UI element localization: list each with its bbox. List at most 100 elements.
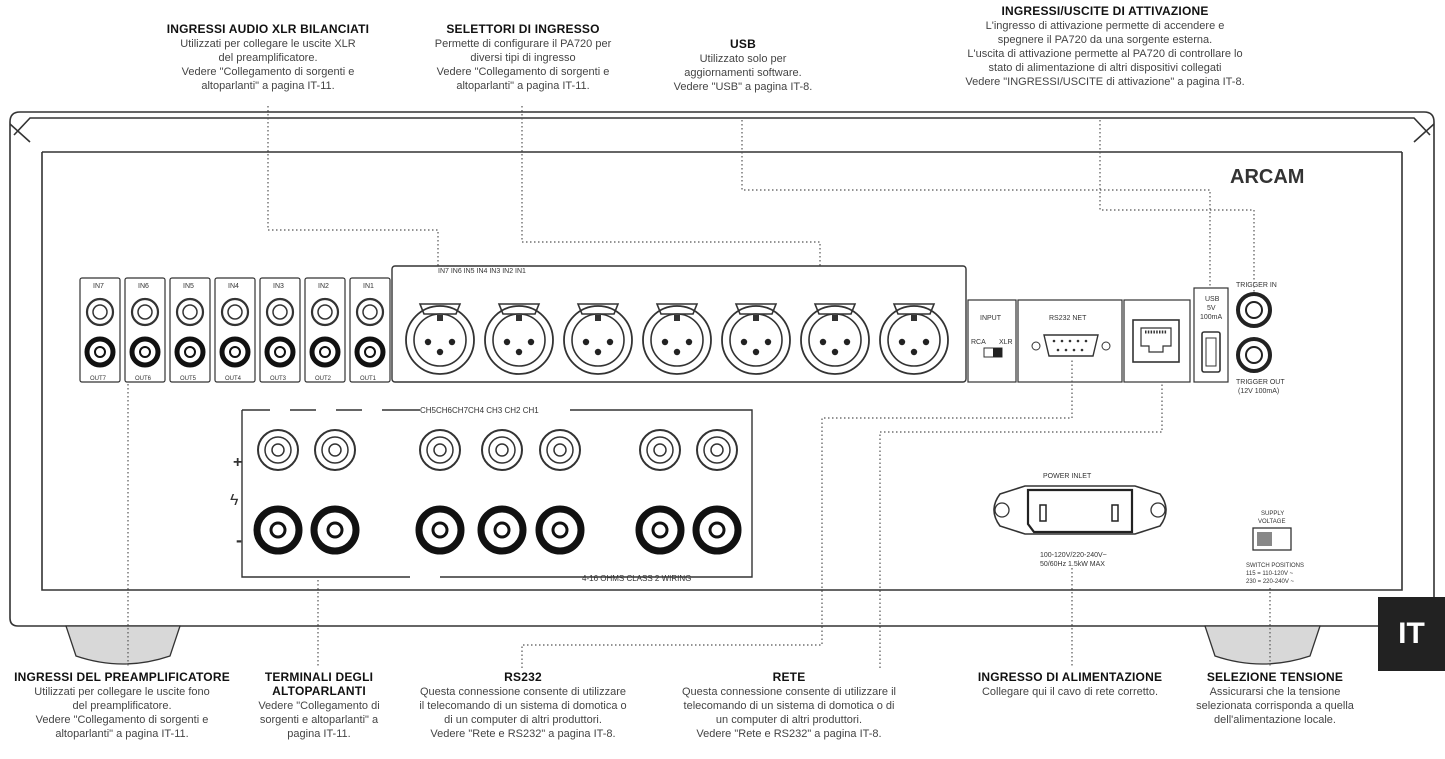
callout-line: Vedere "Collegamento di sorgenti e	[436, 66, 610, 78]
rca-input-jack[interactable]	[265, 297, 295, 327]
callout-line: Permette di configurare il PA720 per	[434, 38, 612, 50]
usb-port[interactable]	[1201, 331, 1221, 373]
rca-input-block: IN7OUT7IN6OUT6IN5OUT5IN4OUT4IN3OUT3IN2OU…	[79, 277, 391, 383]
rca-output-jack[interactable]	[84, 336, 116, 368]
rca-output-label: OUT5	[180, 376, 197, 382]
rca-input-jack[interactable]	[310, 297, 340, 327]
xlr-connector[interactable]	[721, 303, 791, 375]
usb-voltage: 5V	[1207, 305, 1216, 312]
callout-line: L'uscita di attivazione permette al PA72…	[967, 48, 1243, 60]
callout-line: spegnere il PA720 da una sorgente estern…	[997, 34, 1213, 46]
callout-input-selectors: SELETTORI DI INGRESSO Permette di config…	[398, 22, 648, 93]
rca-output-jack[interactable]	[219, 336, 251, 368]
rca-input-jack[interactable]	[130, 297, 160, 327]
callout-trigger: INGRESSI/USCITE DI ATTIVAZIONE L'ingress…	[930, 4, 1280, 89]
callout-line: Vedere "USB" a pagina IT-8.	[673, 81, 813, 93]
callout-title: INGRESSI DEL PREAMPLIFICATORE	[14, 670, 230, 684]
speaker-terminal-pair[interactable]	[253, 429, 303, 555]
rs232-label: RS232 NET	[1049, 315, 1087, 322]
callout-power-inlet: INGRESSO DI ALIMENTAZIONE Collegare qui …	[950, 670, 1190, 699]
callout-line: Vedere "Rete e RS232" a pagina IT-8.	[696, 728, 882, 740]
switch-positions-title: SWITCH POSITIONS	[1246, 563, 1304, 569]
input-selector-title: INPUT	[980, 315, 1002, 322]
callout-line: Vedere "Collegamento di sorgenti e	[35, 714, 209, 726]
speaker-terminal-pair[interactable]	[535, 429, 585, 555]
callout-line: altoparlanti" a pagina IT-11.	[456, 80, 590, 92]
usb-label: USB	[1205, 296, 1220, 303]
rca-input-label: IN7	[93, 283, 104, 290]
trigger-in-label: TRIGGER IN	[1236, 282, 1277, 289]
callout-voltage-selection: SELEZIONE TENSIONE Assicurarsi che la te…	[1180, 670, 1370, 727]
power-spec-voltage: 100-120V/220-240V~	[1040, 552, 1107, 559]
callout-line: Utilizzati per collegare le uscite fono	[34, 686, 210, 698]
language-tab: IT	[1378, 597, 1445, 671]
xlr-connectors	[405, 303, 949, 375]
callout-line: Collegare qui il cavo di rete corretto.	[981, 686, 1159, 698]
voltage-selector-switch[interactable]	[1252, 527, 1292, 551]
rca-input-label: IN2	[318, 283, 329, 290]
speaker-bolt-icon: ϟ	[230, 492, 239, 509]
input-selector-xlr: XLR	[999, 339, 1013, 346]
callout-speaker-terminals: TERMINALI DEGLI ALTOPARLANTI Vedere "Col…	[246, 670, 392, 741]
callout-line: Vedere "Collegamento di	[258, 700, 380, 712]
callout-line: Vedere "Rete e RS232" a pagina IT-8.	[430, 728, 616, 740]
callout-line: del preamplificatore.	[218, 52, 318, 64]
trigger-out-jack[interactable]	[1236, 337, 1272, 373]
speaker-terminal-pair[interactable]	[635, 429, 685, 555]
callout-line: Questa connessione consente di utilizzar…	[419, 686, 627, 698]
rca-output-jack[interactable]	[174, 336, 206, 368]
xlr-connector[interactable]	[642, 303, 712, 375]
speaker-terminal-pair[interactable]	[415, 429, 465, 555]
switch-positions-115: 115 = 110-120V ~	[1246, 571, 1294, 577]
rca-input-jack[interactable]	[355, 297, 385, 327]
rca-output-jack[interactable]	[309, 336, 341, 368]
xlr-connector[interactable]	[405, 303, 475, 375]
speaker-terminals	[253, 429, 742, 555]
power-inlet-socket[interactable]	[1026, 488, 1134, 534]
callout-title: SELEZIONE TENSIONE	[1206, 670, 1344, 684]
callout-title: SELETTORI DI INGRESSO	[446, 22, 600, 36]
ethernet-port[interactable]	[1132, 319, 1180, 363]
callout-title: INGRESSI AUDIO XLR BILANCIATI	[166, 22, 370, 36]
rca-input-jack[interactable]	[175, 297, 205, 327]
rca-input-jack[interactable]	[220, 297, 250, 327]
network-panel	[1123, 299, 1191, 383]
callout-line: stato di alimentazione di altri disposit…	[988, 62, 1222, 74]
rca-output-jack[interactable]	[354, 336, 386, 368]
power-spec-rating: 50/60Hz 1.5kW MAX	[1040, 561, 1105, 568]
callout-line: telecomando di un sistema di domotica o …	[683, 700, 895, 712]
speaker-terminal-pair[interactable]	[477, 429, 527, 555]
rca-output-jack[interactable]	[264, 336, 296, 368]
usb-current: 100mA	[1200, 314, 1223, 321]
xlr-connector[interactable]	[800, 303, 870, 375]
rca-input-label: IN3	[273, 283, 284, 290]
xlr-connector[interactable]	[484, 303, 554, 375]
xlr-connector[interactable]	[563, 303, 633, 375]
trigger-in-jack[interactable]	[1236, 292, 1272, 328]
feet	[65, 625, 1321, 665]
rs232-connector[interactable]	[1043, 334, 1099, 357]
speaker-terminal-pair[interactable]	[310, 429, 360, 555]
xlr-connector[interactable]	[879, 303, 949, 375]
callout-line: sorgenti e altoparlanti" a	[259, 714, 379, 726]
rca-output-jack[interactable]	[129, 336, 161, 368]
input-selector-rca: RCA	[971, 339, 986, 346]
callout-title: INGRESSO DI ALIMENTAZIONE	[977, 670, 1163, 684]
power-inlet-flange	[993, 485, 1167, 535]
rca-output-label: OUT4	[225, 376, 242, 382]
trigger-out-spec: (12V 100mA)	[1238, 388, 1279, 395]
callout-usb: USB Utilizzato solo per aggiornamenti so…	[648, 37, 838, 94]
callout-title: USB	[730, 37, 756, 51]
callout-xlr-inputs: INGRESSI AUDIO XLR BILANCIATI Utilizzati…	[138, 22, 398, 93]
rca-input-jack[interactable]	[85, 297, 115, 327]
rca-input-label: IN4	[228, 283, 239, 290]
callout-line: il telecomando di un sistema di domotica…	[419, 700, 627, 712]
rca-input-label: IN1	[363, 283, 374, 290]
rca-output-label: OUT3	[270, 376, 287, 382]
rca-output-label: OUT1	[360, 376, 377, 382]
speaker-terminal-pair[interactable]	[692, 429, 742, 555]
callout-line: Utilizzati per collegare le uscite XLR	[180, 38, 356, 50]
